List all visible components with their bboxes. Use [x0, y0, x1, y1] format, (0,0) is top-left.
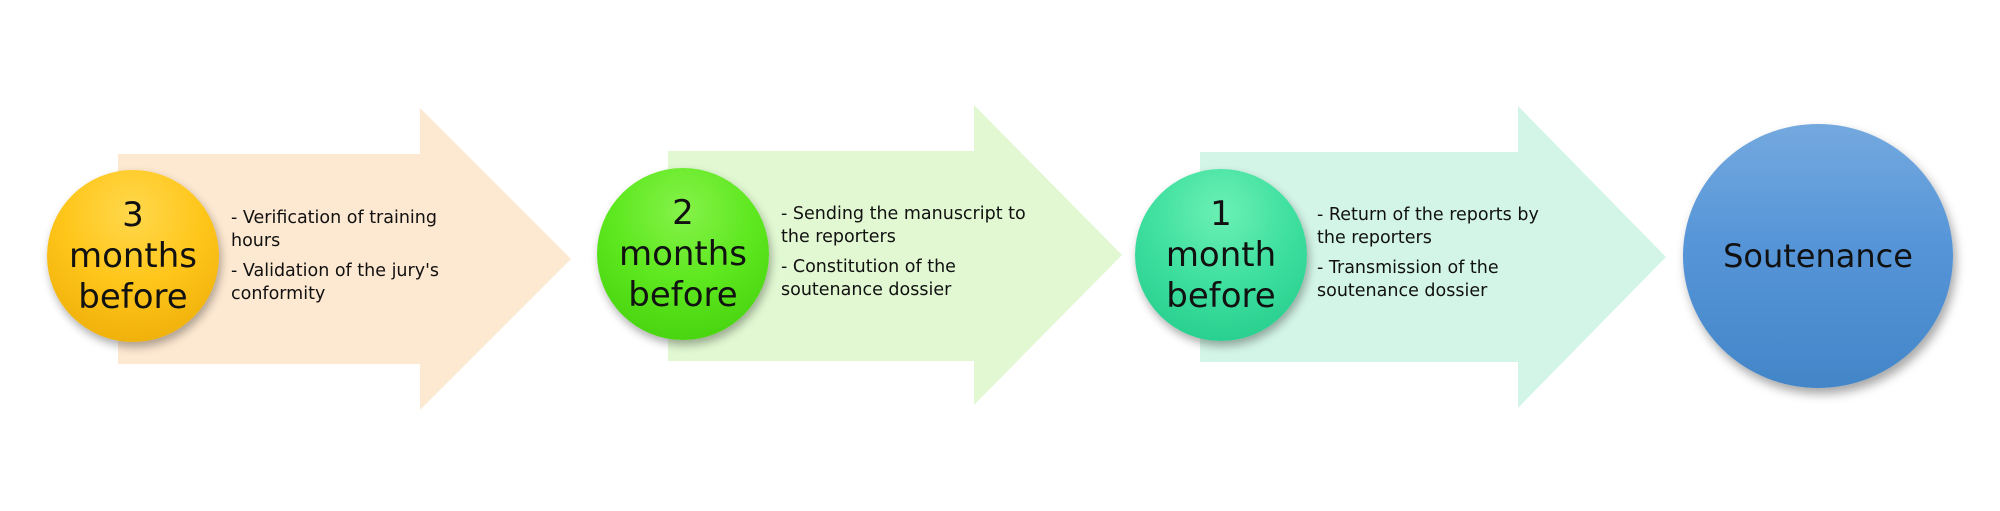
stage-1-label-line-3: before — [78, 276, 188, 317]
stage-3-bullet-2: - Transmission of the soutenance dossier — [1317, 258, 1499, 301]
stage-3-label-line-1: 1 — [1210, 193, 1232, 234]
stage-1-bullets: - Verification of training hours - Valid… — [231, 207, 466, 313]
stage-1-bullet-2: - Validation of the jury's conformity — [231, 261, 440, 304]
stage-3-bullet-1: - Return of the reports by the reporters — [1317, 205, 1539, 248]
stage-2-arrow-shape — [668, 105, 1122, 405]
stage-1-circle: 3 months before — [47, 170, 219, 342]
stage-3-bullets: - Return of the reports by the reporters… — [1317, 204, 1562, 310]
stage-2-circle: 2 months before — [597, 168, 769, 340]
stage-1-label-line-1: 3 — [122, 194, 144, 235]
final-circle: Soutenance — [1683, 124, 1953, 388]
stage-3-arrow-shape — [1200, 106, 1666, 408]
stage-2-label-line-2: months — [618, 233, 748, 274]
final-label: Soutenance — [1723, 237, 1913, 275]
stage-3-circle: 1 month before — [1135, 169, 1307, 341]
stage-3-arrow — [1200, 106, 1670, 408]
stage-1-arrow-shape — [118, 108, 571, 410]
stage-2-label-line-3: before — [628, 274, 738, 315]
stage-3-label-line-3: before — [1166, 275, 1276, 316]
stage-2-bullet-2: - Constitution of the soutenance dossier — [781, 257, 956, 300]
stage-2-label-line-1: 2 — [672, 192, 694, 233]
stage-1-label-line-2: months — [68, 235, 198, 276]
stage-2-bullet-1: - Sending the manuscript to the reporter… — [781, 204, 1026, 247]
stage-3-label-line-2: month — [1165, 234, 1277, 275]
stage-2-bullets: - Sending the manuscript to the reporter… — [781, 203, 1026, 309]
stage-2-arrow — [668, 105, 1124, 407]
stage-1-bullet-1: - Verification of training hours — [231, 208, 437, 251]
stage-1-arrow — [118, 108, 574, 410]
